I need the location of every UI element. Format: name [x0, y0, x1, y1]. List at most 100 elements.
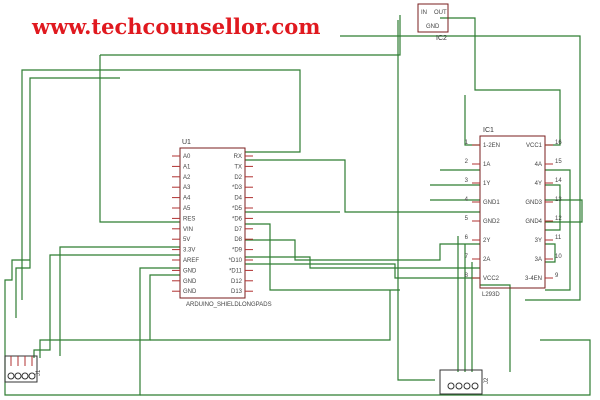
ic1-body: [479, 135, 546, 289]
u1-left-pin-label-9: 5V: [183, 237, 190, 243]
j2-ref: J2: [484, 377, 490, 384]
u1-name: ARDUINO_SHIELDLONGPADS: [186, 302, 272, 308]
wire-ic2-down: [397, 20, 435, 381]
ic1-left-pin-label-8: VCC2: [483, 276, 500, 282]
u1-arduino: U1 ARDUINO_SHIELDLONGPADS A0A1A2A3A4A5RE…: [172, 139, 272, 308]
ic2-ref: IC2: [436, 35, 447, 42]
ic1-left-pin-label-3: 1Y: [483, 181, 490, 187]
u1-left-pin-label-3: A2: [183, 175, 191, 181]
wire-4a: [545, 169, 571, 291]
wires: [4, 15, 591, 396]
ic1-left-pin-number-5: 5: [465, 216, 469, 222]
wire-tx-loop: [21, 69, 301, 300]
wire-4y: [545, 184, 561, 231]
connector-j2: J2: [439, 369, 490, 395]
j1-pin-4: [28, 372, 36, 380]
ic2-body: [417, 3, 449, 33]
ic1-right-pin-number-5: 12: [555, 216, 562, 222]
ic2-pin-out: OUT: [434, 10, 447, 16]
ic1-driver: IC1 L293D 1-2EN11A21Y3GND14GND252Y62A7VC…: [465, 127, 563, 298]
u1-left-pin-label-7: RES: [183, 216, 195, 222]
j2-pin-1: [447, 382, 455, 390]
j1-pin-1: [7, 372, 15, 380]
ic1-left-pin-number-8: 8: [465, 273, 469, 279]
ic1-right-pin-label-8: 3-4EN: [525, 276, 542, 282]
wire-left-frame: [15, 77, 120, 318]
u1-left-pin-label-11: AREF: [183, 258, 199, 264]
ic1-left-pin-label-6: 2Y: [483, 238, 490, 244]
u1-right-pin-label-13: D12: [231, 279, 243, 285]
ic1-right-pin-label-1: VCC1: [526, 143, 543, 149]
j2-pin-3: [463, 382, 471, 390]
j1-pin-3: [21, 372, 29, 380]
wire-aref: [33, 254, 180, 358]
ic1-right-pin-number-2: 15: [555, 159, 562, 165]
u1-right-pin-label-2: TX: [234, 164, 242, 170]
j2-pin-4: [471, 382, 479, 390]
j2-pin-2: [455, 382, 463, 390]
wire-gnd-j1: [39, 274, 180, 358]
ic1-right-pin-label-6: 3Y: [535, 238, 542, 244]
ic1-right-pin-label-7: 3A: [535, 257, 542, 263]
ic1-left-pin-number-2: 2: [465, 159, 469, 165]
ic1-left-pin-label-4: GND1: [483, 200, 500, 206]
wire-mid-bottom: [150, 290, 391, 341]
u1-right-pin-label-11: *D10: [229, 258, 243, 264]
ic1-left-pin-label-1: 1-2EN: [483, 143, 500, 149]
ic1-name: L293D: [482, 292, 500, 298]
u1-right-pin-label-7: *D6: [232, 216, 243, 222]
ic2-pin-in: IN: [421, 10, 427, 16]
u1-ref: U1: [182, 139, 191, 146]
u1-left-pin-label-6: A5: [183, 206, 191, 212]
ic1-right-pin-label-4: GND3: [525, 200, 542, 206]
wire-3y: [545, 243, 556, 263]
u1-left-pin-label-10: 3.3V: [183, 248, 195, 254]
u1-left-pin-label-12: GND: [183, 268, 197, 274]
ic1-left-pin-number-6: 6: [465, 235, 469, 241]
ic1-right-pin-number-4: 13: [555, 197, 562, 203]
u1-right-pin-label-4: *D3: [232, 185, 243, 191]
connector-j1: J1: [4, 355, 42, 383]
u1-right-pin-label-5: D4: [234, 196, 242, 202]
ic1-right-pin-number-6: 11: [555, 235, 562, 241]
wire-gnd-frame: [4, 259, 180, 396]
u1-left-pin-label-13: GND: [183, 279, 197, 285]
u1-left-pin-label-4: A3: [183, 185, 191, 191]
ic1-right-pin-number-3: 14: [555, 178, 562, 184]
u1-right-pin-label-10: *D9: [232, 248, 243, 254]
u1-right-pin-label-9: D8: [234, 237, 242, 243]
wire-gnd34: [545, 199, 583, 223]
watermark-text: www.techcounsellor.com: [31, 14, 320, 39]
wire-vcc1: [440, 17, 561, 146]
j2-body: [439, 369, 483, 395]
wire-top-ic2: [100, 15, 401, 56]
wire-d11: [245, 263, 480, 279]
ic1-right-pin-number-7: 10: [555, 254, 562, 260]
u1-right-pin-label-12: *D11: [229, 268, 243, 274]
ic1-left-pin-number-1: 1: [465, 140, 469, 146]
wire-d-160: [245, 159, 430, 213]
wire-en12: [464, 95, 480, 146]
wire-d10: [245, 256, 480, 269]
u1-left-pin-label-5: A4: [183, 196, 191, 202]
ic2-pin-gnd: GND: [426, 24, 440, 30]
wire-d8: [245, 239, 480, 261]
wire-to-j2-d: [480, 284, 511, 372]
wire-vin: [99, 55, 180, 223]
u1-right-pin-label-8: D7: [234, 227, 242, 233]
ic1-right-pin-label-3: 4Y: [535, 181, 542, 187]
ic1-right-pin-number-1: 16: [555, 140, 562, 146]
ic1-right-pin-label-5: GND4: [525, 219, 542, 225]
wire-bottom: [140, 339, 591, 396]
u1-left-pin-label-1: A0: [183, 154, 191, 160]
ic1-left-pin-number-7: 7: [465, 254, 469, 260]
ic2-regulator: IN OUT GND IC2: [417, 3, 449, 42]
ic1-left-pin-label-5: GND2: [483, 219, 500, 225]
u1-body: [179, 147, 246, 299]
ic1-left-pin-number-4: 4: [465, 197, 469, 203]
ic1-left-pin-label-2: 1A: [483, 162, 490, 168]
ic1-right-pin-number-8: 9: [555, 273, 559, 279]
